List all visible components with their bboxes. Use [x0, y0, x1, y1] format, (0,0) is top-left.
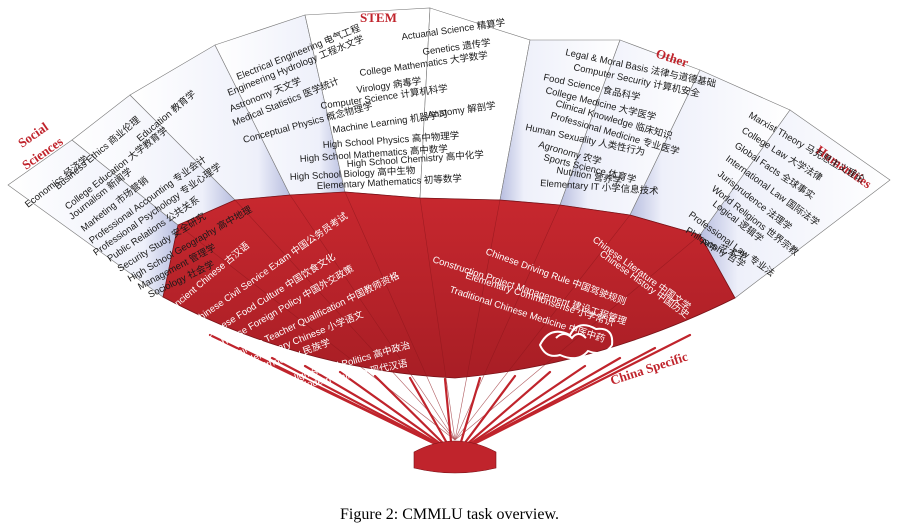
figure-caption: Figure 2: CMMLU task overview.	[340, 506, 559, 523]
label-stem: STEM	[360, 10, 397, 25]
fan-red-band	[162, 191, 736, 441]
red-band	[162, 191, 736, 379]
fan-ribs	[208, 333, 692, 454]
fan-handle	[413, 440, 497, 474]
cloud-ornament	[538, 324, 614, 360]
cmmlu-fan-diagram: STEM Other Humanities Social Sciences Ch…	[7, 7, 891, 474]
fan-paper	[7, 7, 891, 299]
